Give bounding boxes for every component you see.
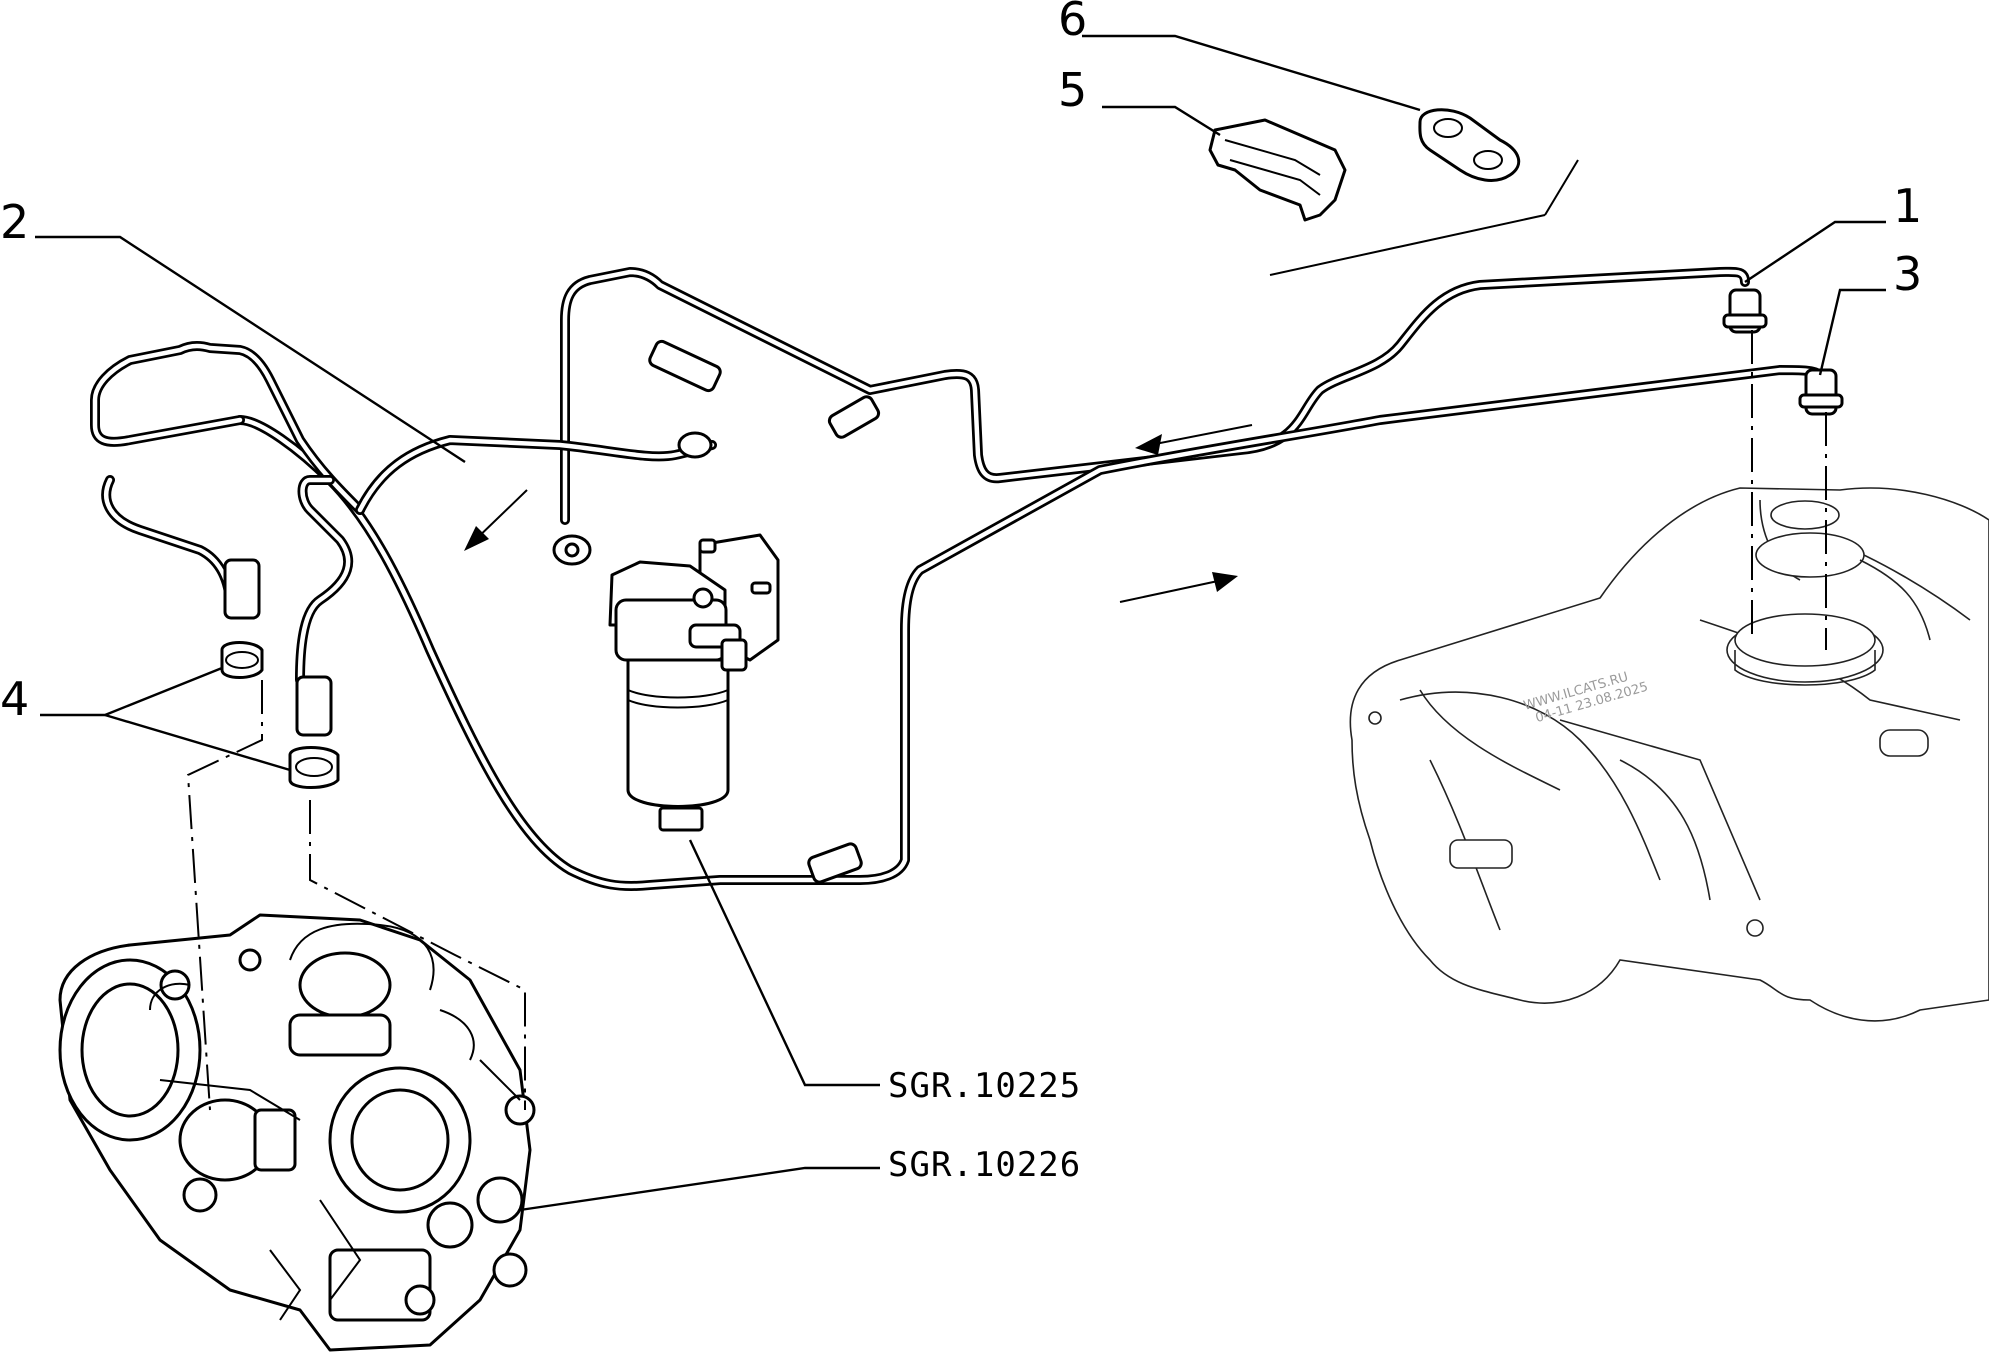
ref-filter-group: SGR.10225 (888, 1066, 1081, 1106)
bracket-part-5 (1208, 118, 1347, 222)
callout-5: 5 (1058, 63, 1087, 117)
callout-6: 6 (1058, 0, 1087, 46)
fuel-filter (608, 533, 780, 832)
callout-2: 2 (0, 195, 29, 249)
fuel-pipes (90, 266, 1825, 892)
leader-lines (35, 34, 1886, 1212)
hose-clips (220, 641, 340, 789)
clip-part-6 (1418, 108, 1521, 182)
ref-pump-group: SGR.10226 (888, 1145, 1081, 1185)
pipe-fittings (223, 288, 1844, 884)
injection-pump (58, 913, 536, 1352)
callout-1: 1 (1893, 179, 1922, 233)
flow-arrows (464, 159, 1579, 603)
fuel-tank (1349, 487, 1989, 1022)
callout-3: 3 (1893, 247, 1922, 301)
alignment-lines (186, 330, 1827, 1111)
callout-4: 4 (0, 672, 29, 726)
